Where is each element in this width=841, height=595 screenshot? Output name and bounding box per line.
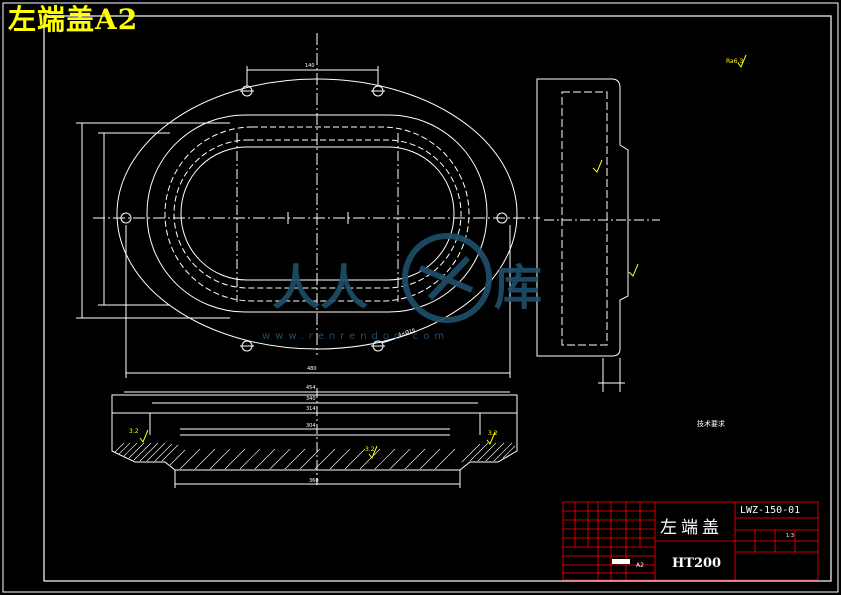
title-block (562, 501, 819, 581)
dim-section-width-1: 340 (306, 396, 316, 402)
dim-overall-length: 480 (307, 366, 317, 372)
watermark-chars: 人人 (272, 260, 369, 316)
watermark-url: www.renrendoc.com (262, 331, 450, 342)
scale: 1:3 (786, 533, 795, 539)
title-block-fill (612, 559, 630, 564)
sheet-size: A2 (636, 562, 644, 569)
section-hatching (114, 442, 516, 470)
side-view (536, 78, 660, 392)
watermark-char-ku: 库 (494, 260, 543, 316)
sheet-title: 左端盖A2 (8, 3, 139, 36)
drawing-number: LWZ-150-01 (740, 505, 801, 516)
section-view (111, 388, 518, 488)
plan-view (76, 33, 540, 378)
roughness-section-right: 3.2 (488, 430, 498, 437)
roughness-section-center: 3.2 (365, 446, 375, 453)
technical-requirements-title: 技术要求 (697, 420, 725, 428)
dim-section-width-2: 314 (306, 406, 316, 412)
dim-bottom-length: 454 (306, 385, 316, 391)
roughness-symbols (139, 54, 747, 459)
dim-top-hole-spacing: 140 (305, 63, 315, 69)
roughness-section-left: 3.2 (129, 428, 139, 435)
part-name: 左端盖 (660, 518, 723, 538)
watermark-logo (402, 233, 492, 323)
dim-section-bottom: 360 (309, 478, 319, 484)
roughness-global: Ra6.3 (726, 58, 744, 65)
inner-frame (43, 15, 832, 582)
material: HT200 (672, 556, 722, 571)
dim-section-width-3: 304 (306, 423, 316, 429)
